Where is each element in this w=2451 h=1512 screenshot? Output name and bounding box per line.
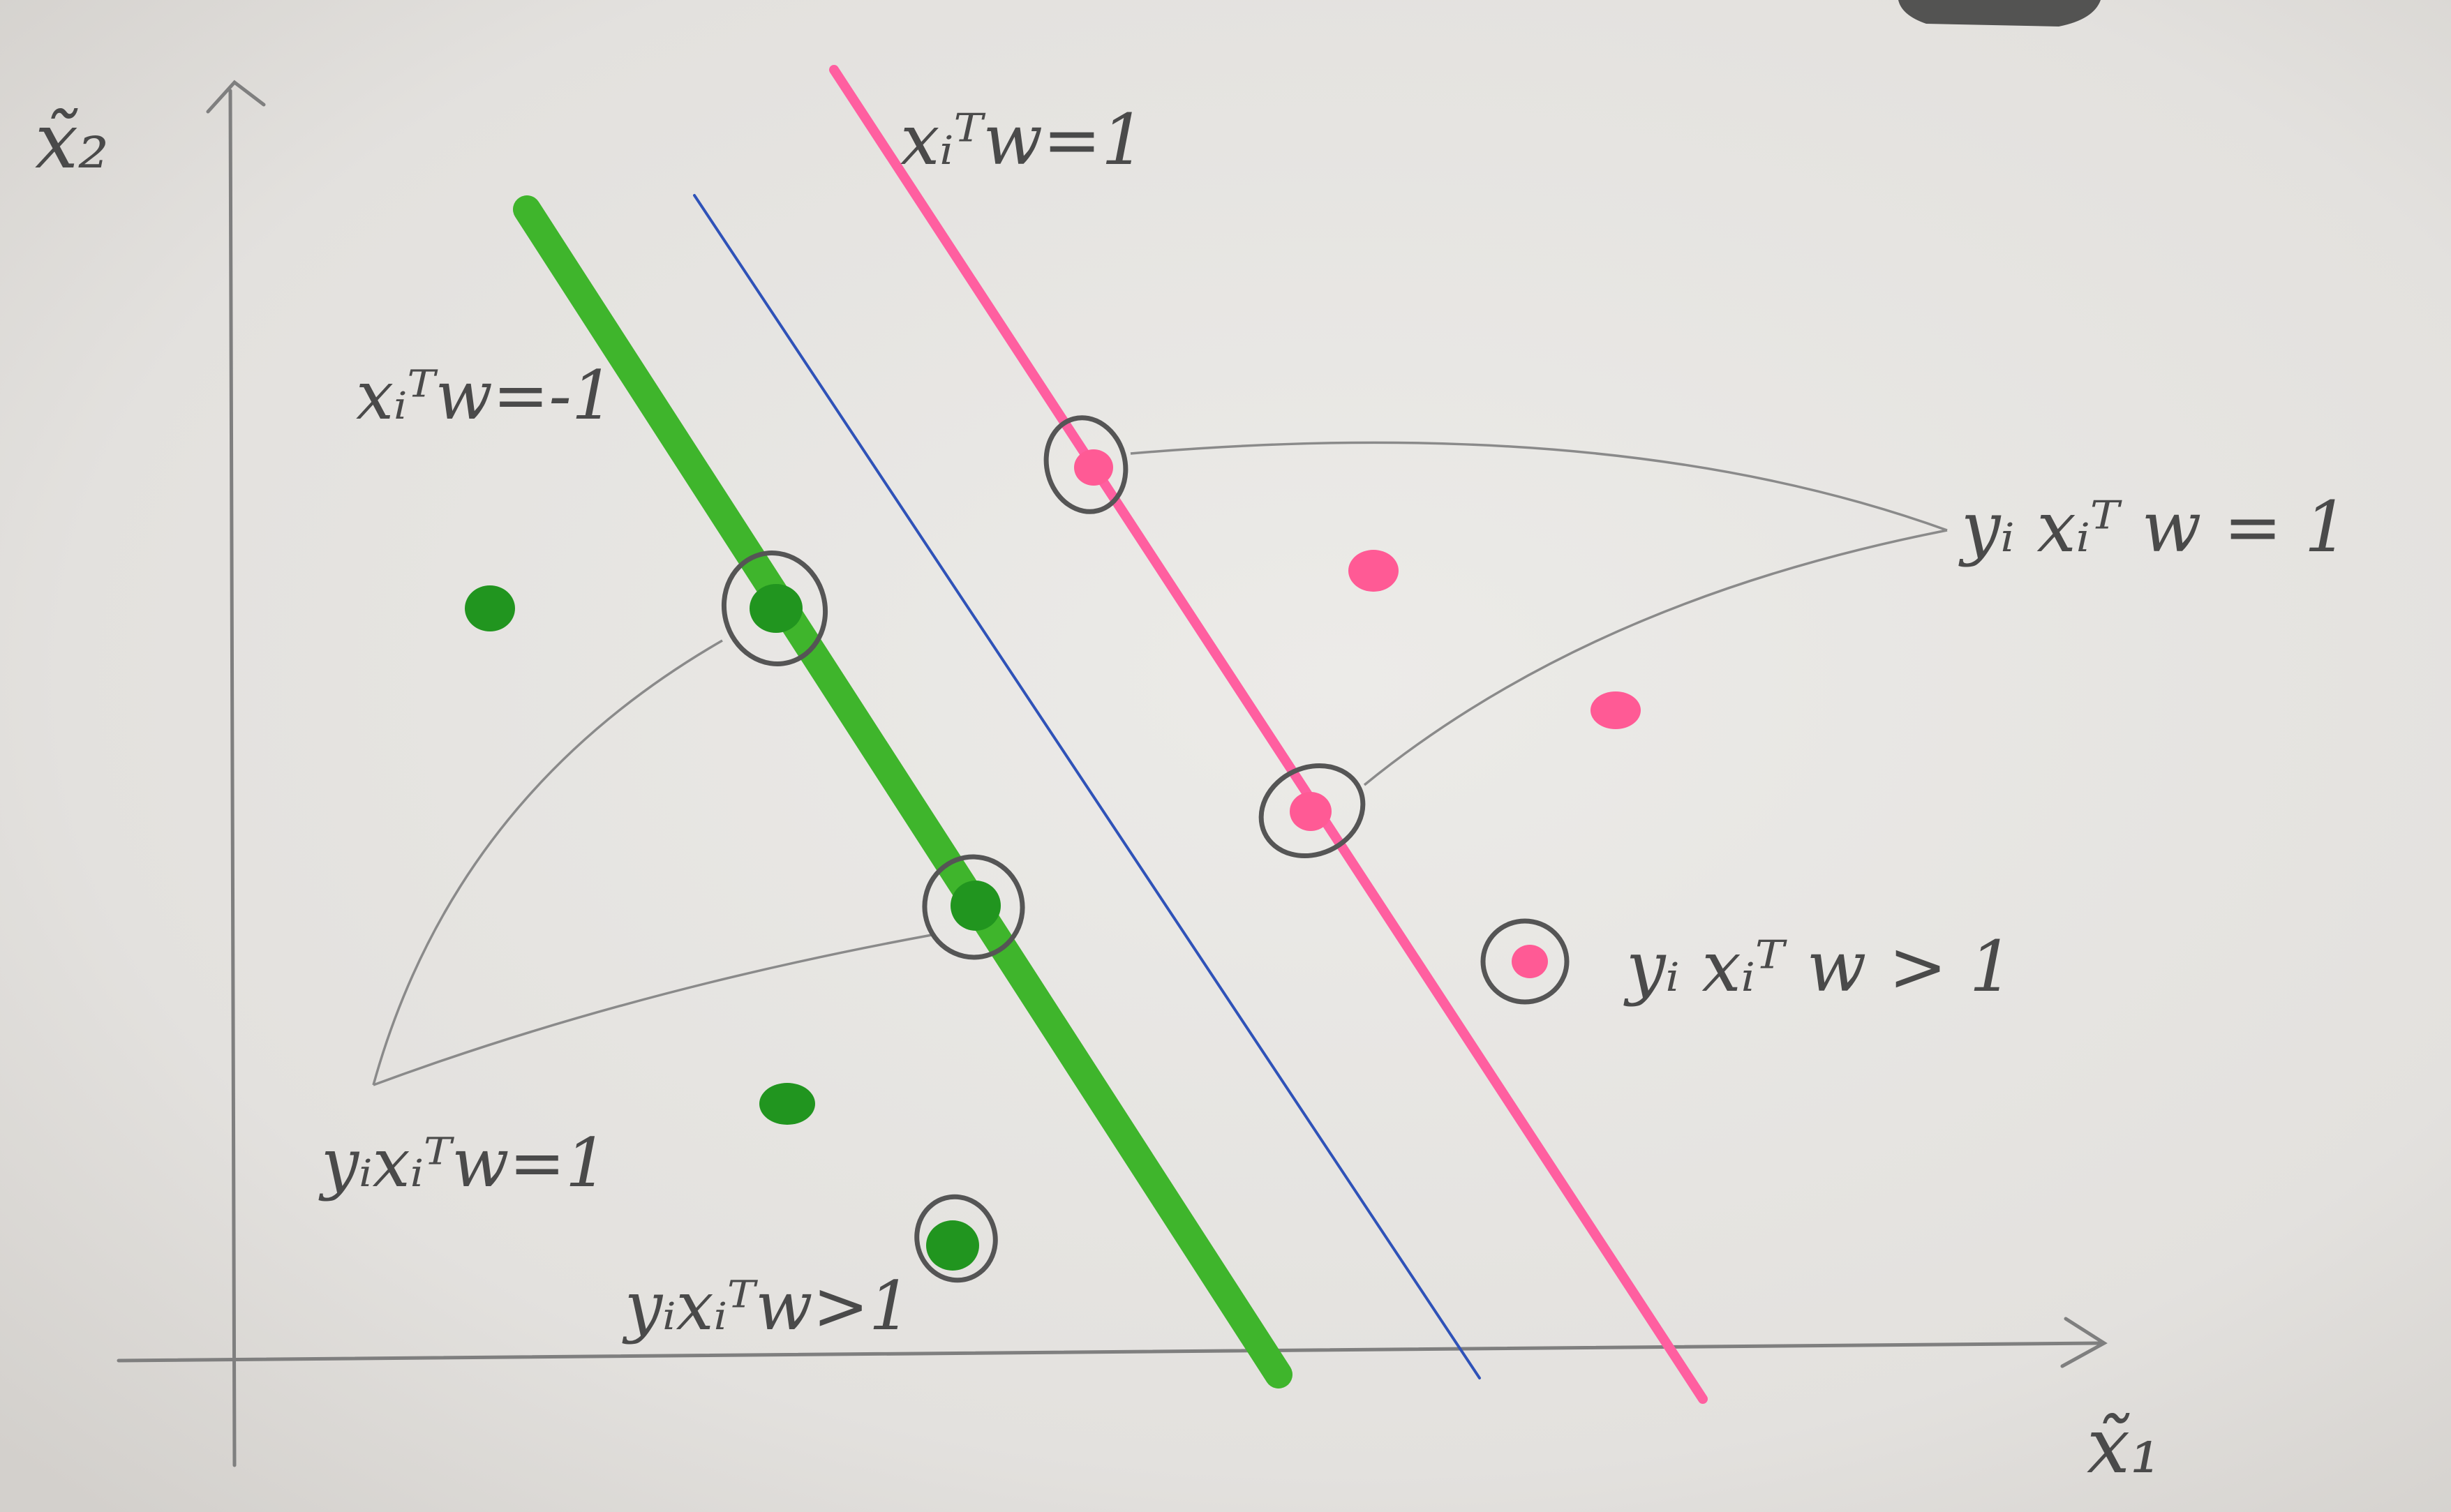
green-points	[465, 584, 1001, 1271]
curve-neg-lower	[373, 934, 932, 1086]
pink-point	[1348, 550, 1399, 592]
green-point	[951, 881, 1001, 931]
green-point	[926, 1220, 979, 1271]
support-circle	[1043, 415, 1128, 514]
green-point	[465, 585, 515, 631]
curve-neg-upper	[372, 639, 723, 1086]
positive-outside-annotation: yᵢ xᵢᵀ w > 1	[1623, 926, 2013, 1008]
x-axis-label: x̃₁	[2087, 1401, 2161, 1490]
decision-boundary-line	[693, 194, 1481, 1379]
x-axis-arrowhead	[2060, 1317, 2108, 1368]
point-circles	[721, 415, 1570, 1283]
y-axis-line	[228, 89, 237, 1467]
curve-pos-upper	[1130, 441, 1948, 532]
y-axis-arrowhead	[206, 80, 266, 114]
pink-points	[1074, 449, 1641, 978]
green-point	[759, 1083, 815, 1125]
positive-margin-line	[829, 65, 1708, 1404]
curve-pos-lower	[1363, 529, 1948, 786]
negative-support-annotation: yᵢxᵢᵀw=1	[318, 1124, 608, 1202]
top-right-shadow	[1898, 0, 2101, 27]
axes	[117, 80, 2108, 1467]
outside-circle	[1480, 918, 1570, 1005]
negative-margin-label: xᵢᵀw=-1	[356, 357, 614, 435]
negative-outside-annotation: yᵢxᵢᵀw>1	[622, 1267, 911, 1345]
pink-point	[1290, 792, 1332, 831]
pink-point	[1512, 945, 1548, 978]
support-circle	[1258, 763, 1366, 859]
support-circle	[721, 551, 828, 666]
outside-circle	[914, 1194, 998, 1283]
x-axis-line	[117, 1341, 2103, 1363]
positive-margin-label: xᵢᵀw=1	[900, 99, 1146, 181]
support-circle	[922, 854, 1025, 960]
green-point	[750, 584, 803, 633]
annotation-curves	[372, 441, 1948, 1086]
pink-point	[1074, 449, 1113, 486]
negative-margin-line	[513, 195, 1292, 1389]
pink-point	[1590, 691, 1641, 729]
positive-support-annotation: yᵢ xᵢᵀ w = 1	[1958, 486, 2348, 568]
y-axis-label: x̃₂	[35, 96, 109, 186]
